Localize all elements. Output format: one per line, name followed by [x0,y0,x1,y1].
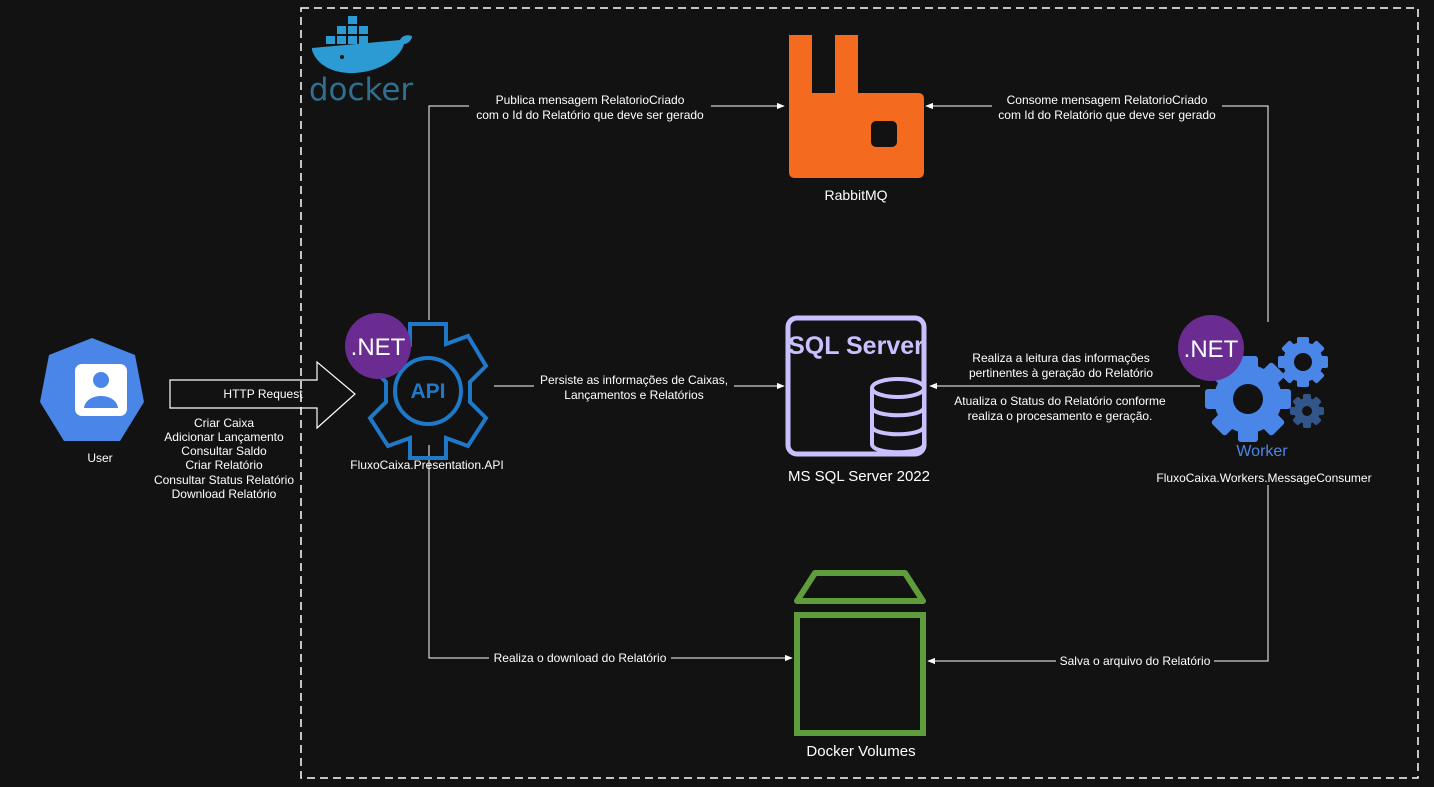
http-request-arrow [169,360,356,430]
edge-consume-line-1: Consome mensagem RelatorioCriado [1007,93,1208,107]
dotnet-icon [1178,315,1244,381]
rabbitmq-node[interactable]: RabbitMQ [789,35,924,203]
api-badge-text: .NET [351,334,406,361]
edge-download-line [428,445,793,662]
sqlserver-label: MS SQL Server 2022 [788,468,930,485]
edge-consume-line-2: com Id do Relatório que deve ser gerado [998,108,1216,122]
edge-label-read: Realiza a leitura das informações pertin… [962,350,1162,380]
edge-read-line-1: Realiza a leitura das informações [972,351,1149,365]
docker-whale-icon [312,16,412,74]
edge-persist-line-2: Lançamentos e Relatórios [564,388,703,402]
edge-label-persist: Persiste as informações de Caixas, Lança… [534,372,734,402]
edge-update-line-1: Atualiza o Status do Relatório conforme [954,394,1166,408]
edge-download-text: Realiza o download do Relatório [494,651,667,665]
edge-label-consume: Consome mensagem RelatorioCriado com Id … [992,92,1222,122]
medium-gear-icon [1278,337,1328,387]
worker-gears-icon [1205,337,1328,442]
rabbitmq-icon [789,35,924,178]
large-gear-icon [1205,356,1291,442]
http-request-label: HTTP Request [223,387,303,401]
edge-update-line-2: realiza o procesamento e geração. [968,409,1153,423]
edge-label-download: Realiza o download do Relatório [489,651,671,666]
api-node[interactable]: API .NET FluxoCaixa.Presentation.API [345,313,504,472]
edge-read-line-2: pertinentes à geração do Relatório [969,366,1153,380]
edge-consume-line [925,102,1269,322]
volumes-node[interactable]: Docker Volumes [794,570,926,760]
sqlserver-node[interactable]: SQL Server MS SQL Server 2022 [785,315,930,485]
user-action-6: Download Relatório [172,487,277,501]
user-action-1: Criar Caixa [194,416,254,430]
edge-save-line [927,485,1269,665]
small-gear-icon [1290,394,1324,428]
edge-save-text: Salva o arquivo do Relatório [1060,654,1211,668]
edge-label-save: Salva o arquivo do Relatório [1056,654,1214,669]
volume-box-icon [794,570,926,604]
worker-icon-text: Worker [1236,443,1288,460]
user-actions: Criar Caixa Adicionar Lançamento Consult… [154,416,294,501]
user-action-4: Criar Relatório [185,458,263,472]
rabbitmq-label: RabbitMQ [824,187,887,203]
docker-boundary [300,7,1419,779]
worker-badge-text: .NET [1184,336,1239,363]
user-action-5: Consultar Status Relatório [154,473,294,487]
api-icon-text: API [410,380,445,403]
edge-label-publish: Publica mensagem RelatorioCriado com o I… [469,92,711,122]
edge-publish-line-2: com o Id do Relatório que deve ser gerad… [476,108,704,122]
api-label: FluxoCaixa.Presentation.API [350,458,503,472]
user-label: User [87,451,112,465]
database-icon [870,377,926,455]
dotnet-icon [345,313,411,379]
volumes-label: Docker Volumes [806,743,915,760]
docker-logo-text: docker [309,72,414,108]
docker-logo: docker [309,16,414,108]
user-node[interactable]: User [40,338,144,465]
user-action-3: Consultar Saldo [181,444,267,458]
worker-label: FluxoCaixa.Workers.MessageConsumer [1156,471,1371,485]
api-dotnet-badge: .NET [345,313,411,379]
user-action-2: Adicionar Lançamento [164,430,284,444]
worker-node[interactable]: .NET Worker FluxoCaixa.Workers.MessageCo… [1156,315,1372,485]
edge-persist-line-1: Persiste as informações de Caixas, [540,373,728,387]
worker-dotnet-badge: .NET [1178,315,1244,381]
edge-label-update: Atualiza o Status do Relatório conforme … [954,394,1166,423]
edge-publish-line [428,102,785,320]
edge-publish-line-1: Publica mensagem RelatorioCriado [496,93,685,107]
sqlserver-icon-text: SQL Server [788,332,924,360]
